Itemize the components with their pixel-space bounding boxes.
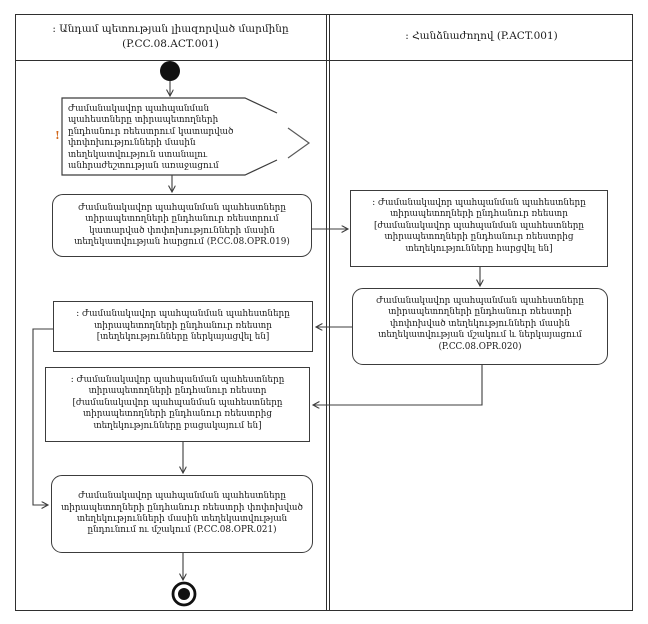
lane-header-commission: : Հանձնաժողով (P.ACT.001) [330, 14, 633, 60]
object-node-registry-presented-label: : Ժամանակավոր պահպանման պահեստները տիրապ… [76, 309, 290, 343]
action-process-present-info: Ժամանակավոր պահպանման պահեստները տիրապետ… [352, 288, 608, 365]
lane-code-member-state: (P.CC.08.ACT.001) [122, 38, 219, 50]
lane-header-separator [15, 60, 633, 61]
lane-title-commission: : Հանձնաժողով (P.ACT.001) [405, 30, 558, 43]
action-request-registry-info: Ժամանակավոր պահպանման պահեստները տիրապետ… [52, 194, 312, 257]
object-node-registry-requested-label: : Ժամանակավոր պահպանման պահեստները տիրապ… [372, 198, 586, 254]
action-receive-process-info: Ժամանակավոր պահպանման պահեստները տիրապետ… [51, 475, 313, 553]
object-node-registry-missing-label: : Ժամանակավոր պահպանման պահեստները տիրապ… [70, 375, 285, 431]
lane-header-member-state: : Անդամ պետության լիազորված մարմինը (P.C… [15, 14, 326, 60]
object-node-registry-requested: : Ժամանակավոր պահպանման պահեստները տիրապ… [350, 190, 608, 267]
object-node-registry-presented: : Ժամանակավոր պահպանման պահեստները տիրապ… [53, 301, 313, 352]
action-receive-process-info-label: Ժամանակավոր պահպանման պահեստները տիրապետ… [61, 491, 303, 536]
swimlane-divider [326, 14, 330, 611]
start-event-shape: Ժամանակավոր պահպանման պահեստները տիրապետ… [68, 104, 234, 172]
object-node-registry-missing: : Ժամանակավոր պահպանման պահեստները տիրապ… [45, 367, 310, 442]
alert-mark-icon: ! [55, 129, 60, 142]
action-request-registry-info-label: Ժամանակավոր պահպանման պահեստները տիրապետ… [74, 202, 290, 247]
action-process-present-info-label: Ժամանակավոր պահպանման պահեստները տիրապետ… [376, 296, 584, 352]
lane-title-member-state: : Անդամ պետության լիազորված մարմինը [52, 22, 289, 35]
